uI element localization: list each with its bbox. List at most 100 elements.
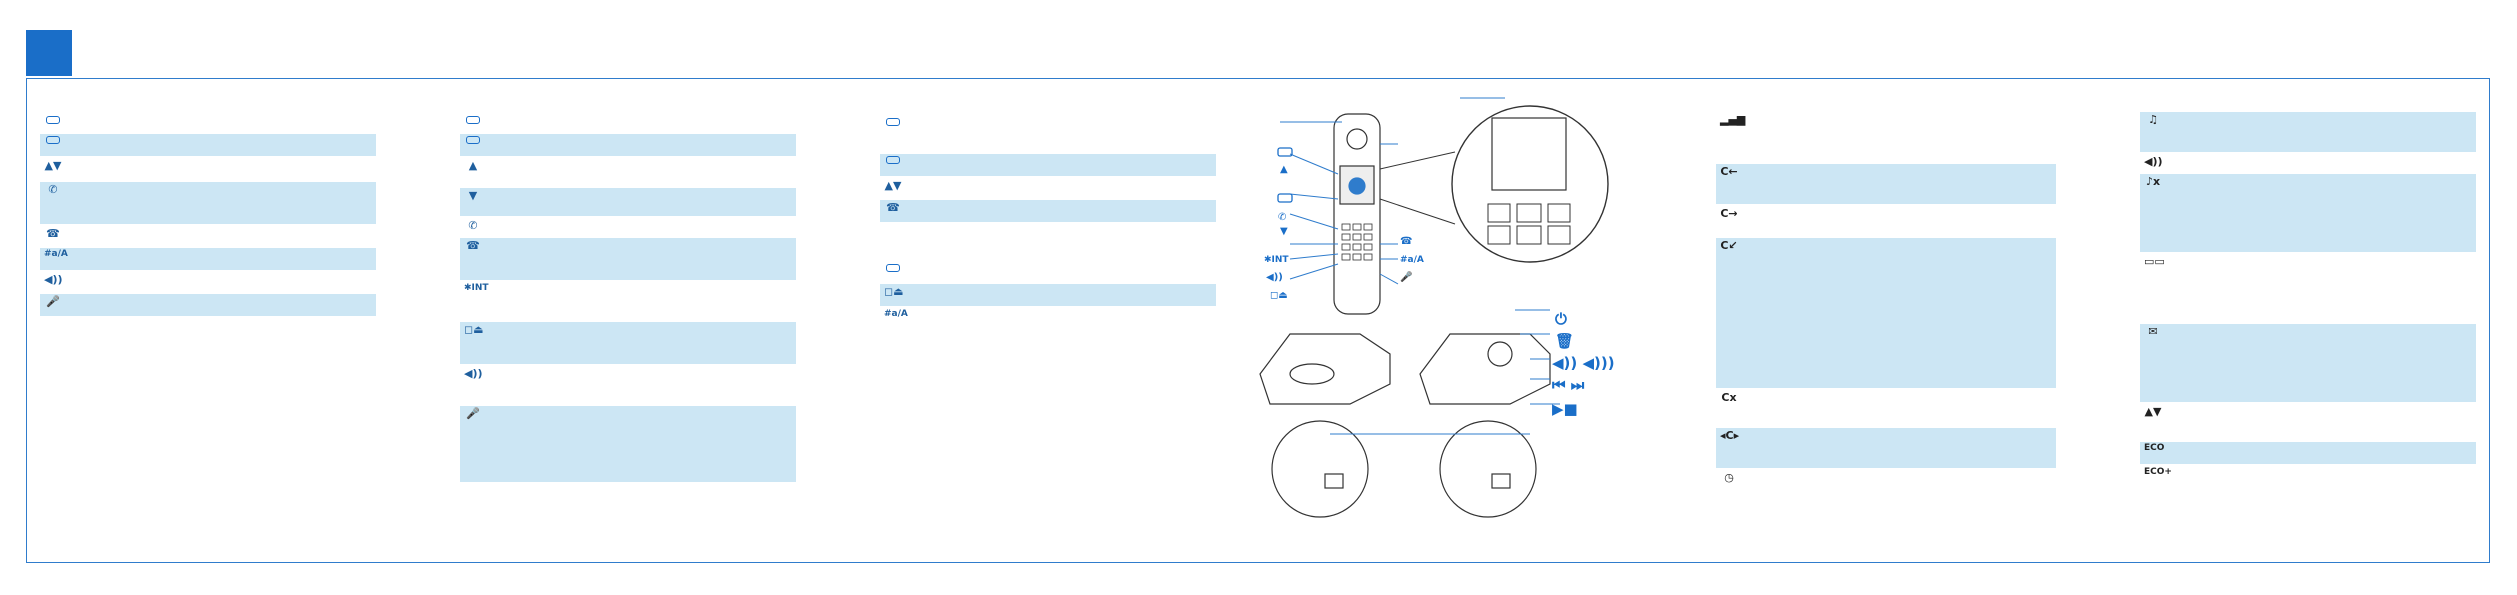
col3a-row [880,154,1216,176]
softkey-icon [464,136,482,144]
softkey-icon [464,116,482,124]
col1-row: 🎤 [40,294,376,316]
svg-text:▲: ▲ [1280,164,1288,175]
svg-text:⏻: ⏻ [1555,310,1567,328]
ringer-icon: ♫ [2148,113,2158,126]
col6-row: ECO [2140,442,2476,464]
intercom-label: ✱INT [1264,255,1289,265]
column-status-icons: ♫ ◀)) ♪x ▭▭ ✉ ▲▼ ECO ECO+ [2140,112,2476,488]
mute-icon: 🎤 [466,407,480,420]
conference-icon: ◻⏏ [884,285,904,298]
ringer-off-icon: ♪x [2145,175,2161,188]
softkey-icon [884,156,902,164]
call-icon: ✆ [48,183,58,196]
column-handset-keys-1: ▲▼ ✆ ☎ #a/A ◀)) 🎤 [40,114,376,318]
col2-row [460,134,796,156]
svg-text:▼: ▼ [1280,226,1288,237]
col1-row [40,114,376,132]
svg-text:◻⏏: ◻⏏ [1270,290,1288,301]
svg-text:🗑: 🗑 [1555,332,1574,350]
section-marker [26,30,72,76]
end-call-icon: ☎ [466,239,480,252]
display-zoom [1379,105,1609,263]
col5-row: ◷ [1716,470,2056,490]
hash-key-icon: #a/A [884,309,908,319]
conference-icon: ◻⏏ [464,323,484,336]
down-callog-icon: ▼ [468,189,478,202]
mute-icon: 🎤 [46,295,60,308]
col1-row [40,134,376,156]
scroll-icon: ▲▼ [2144,405,2162,418]
col2-row [460,114,796,132]
speaker-icon: ◀)) [2144,155,2163,168]
speaker-icon: ◀)) [44,273,63,286]
eco-plus-icon: ECO+ [2144,467,2172,477]
svg-text:◀)): ◀)) [1266,272,1283,283]
redial-icon: ✆ [468,219,478,232]
col3a-row: ☎ [880,200,1216,222]
col6-row: ✉ [2140,324,2476,402]
column-display-icons: ▂▄▆ C← C→ C↙ Cx ◂C▸ ◷ [1716,112,2056,492]
speaker-icon: ◀)) [464,367,483,380]
col5-row: Cx [1716,390,2056,426]
signal-icon: ▂▄▆ [1720,113,1746,126]
col1-row: ▲▼ [40,158,376,180]
svg-text:☎: ☎ [1400,236,1412,247]
col3a-row: ▲▼ [880,178,1216,198]
col2-row: ▲ [460,158,796,186]
col3b-row [880,262,1216,282]
column-handset-keys-2: ▲ ▼ ✆ ☎ ✱INT ◻⏏ ◀)) 🎤 [460,114,796,484]
col5-row: C→ [1716,206,2056,236]
col5-row: C← [1716,164,2056,204]
call-blocked-icon: Cx [1721,391,1737,404]
outgoing-call-icon: C→ [1720,207,1738,220]
softkey-icon [884,264,902,272]
col5-row: ▂▄▆ [1716,112,2056,162]
col6-row: ♫ [2140,112,2476,152]
col1-row: ✆ [40,182,376,224]
col1-row: ◀)) [40,272,376,292]
hash-label: #a/A [1400,255,1424,265]
col5-row: ◂C▸ [1716,428,2056,468]
end-call-icon: ☎ [886,201,900,214]
svg-text:⏮ ⏭: ⏮ ⏭ [1552,376,1585,394]
svg-text:◀)) ◀))): ◀)) ◀))) [1552,354,1615,372]
paging-icon: ◂C▸ [1720,429,1740,442]
col6-row: ▭▭ [2140,254,2476,322]
col2-row: ◀)) [460,366,796,404]
col2-row: ✱INT [460,282,796,320]
svg-text:▶■: ▶■ [1552,400,1578,418]
col3a-row [880,116,1216,152]
svg-text:✆: ✆ [1278,212,1286,223]
product-diagram: ▲ ✆ ▼ ✱INT ◀)) ◻⏏ ☎ #a/A 🎤 ⏻ 🗑 ◀)) ◀))) … [1259,97,1615,518]
col2-row: ▼ [460,188,796,216]
softkey-icon [44,116,62,124]
up-phonebook-icon: ▲ [468,159,478,172]
end-call-icon: ☎ [46,227,60,240]
col1-row: #a/A [40,248,376,270]
col1-row: ☎ [40,226,376,246]
col6-row: ECO+ [2140,466,2476,486]
nav-icon: ▲▼ [884,179,902,192]
softkey-icon [44,136,62,144]
content-frame [26,78,2490,563]
softkey-icon [884,118,902,126]
svg-text:🎤: 🎤 [1400,270,1413,283]
handset-illustration [1333,113,1381,315]
voicemail-icon: ▭▭ [2144,255,2165,268]
column-keys-3b: ◻⏏ #a/A [880,262,1216,330]
missed-call-icon: C↙ [1720,239,1738,252]
hash-key-icon: #a/A [44,249,68,259]
incoming-call-icon: C← [1720,165,1738,178]
col5-row: C↙ [1716,238,2056,388]
col2-row: ☎ [460,238,796,280]
intercom-icon: ✱INT [464,283,489,293]
clock-icon: ◷ [1724,471,1734,484]
eco-icon: ECO [2144,443,2165,453]
col2-row: 🎤 [460,406,796,482]
col3b-row: #a/A [880,308,1216,328]
message-icon: ✉ [2148,325,2158,338]
col2-row: ◻⏏ [460,322,796,364]
nav-updown-icon: ▲▼ [44,159,62,172]
column-keys-3a: ▲▼ ☎ [880,116,1216,224]
